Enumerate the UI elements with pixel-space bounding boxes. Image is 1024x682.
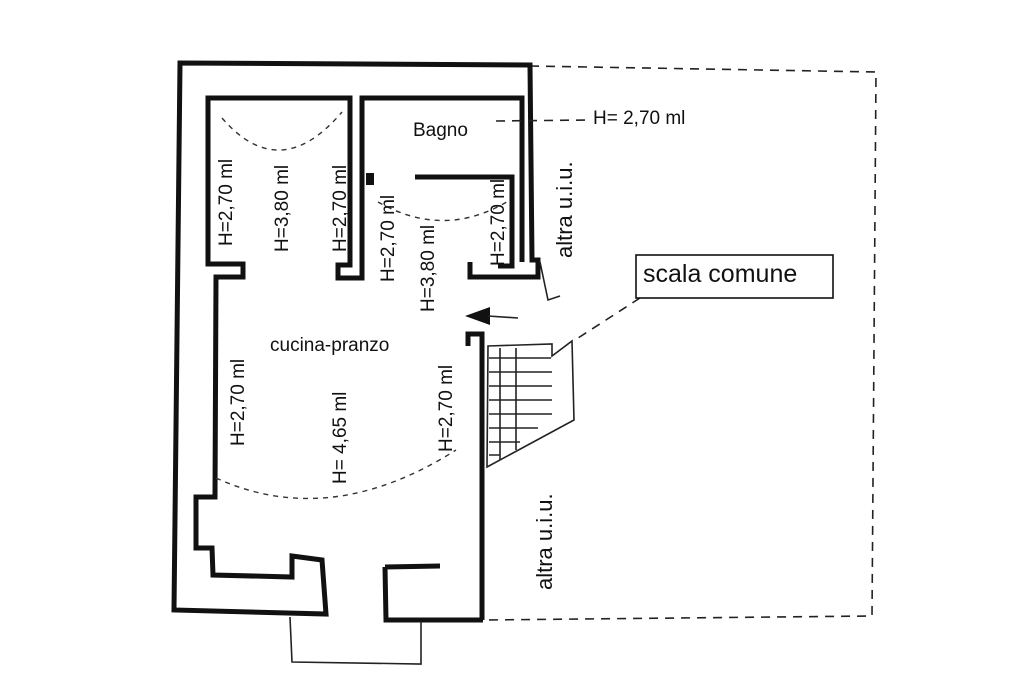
outer-wall [465, 331, 485, 620]
height-label: H=2,70 ml [378, 195, 399, 282]
height-label: H= 4,65 ml [330, 392, 351, 484]
room-label-bathroom: Bagno [413, 120, 468, 141]
vault-arc-kitchen [215, 449, 457, 500]
height-label: H=2,70 ml [436, 365, 457, 452]
stair-callout-leader [574, 297, 641, 341]
height-leader [495, 119, 591, 122]
height-label: H=2,70 ml [330, 165, 351, 252]
common-staircase [486, 261, 575, 469]
height-label: H=2,70 ml [216, 159, 237, 246]
outer-wall-main [171, 60, 541, 617]
entrance-step [289, 616, 422, 665]
vault-arc-room1 [221, 111, 343, 151]
bath-partition [415, 174, 515, 269]
stair-callout-box [635, 254, 834, 299]
entry-arrow-icon [465, 307, 519, 325]
room-label-kitchen: cucina-pranzo [270, 335, 389, 356]
height-label: H=3,80 ml [272, 165, 293, 252]
outdoor-height-label: H= 2,70 ml [593, 108, 685, 129]
front-wall-right [382, 563, 483, 623]
height-label: H=2,70 ml [488, 179, 509, 266]
height-label: H=3,80 ml [418, 225, 439, 312]
height-label: H=2,70 ml [228, 359, 249, 446]
other-unit-label-bottom: altra u.i.u. [532, 493, 557, 590]
stair-callout-text: scala comune [643, 260, 797, 288]
other-unit-label-top: altra u.i.u. [552, 161, 577, 258]
door-jamb-left [366, 173, 374, 185]
vault-arc-bath [377, 199, 511, 222]
